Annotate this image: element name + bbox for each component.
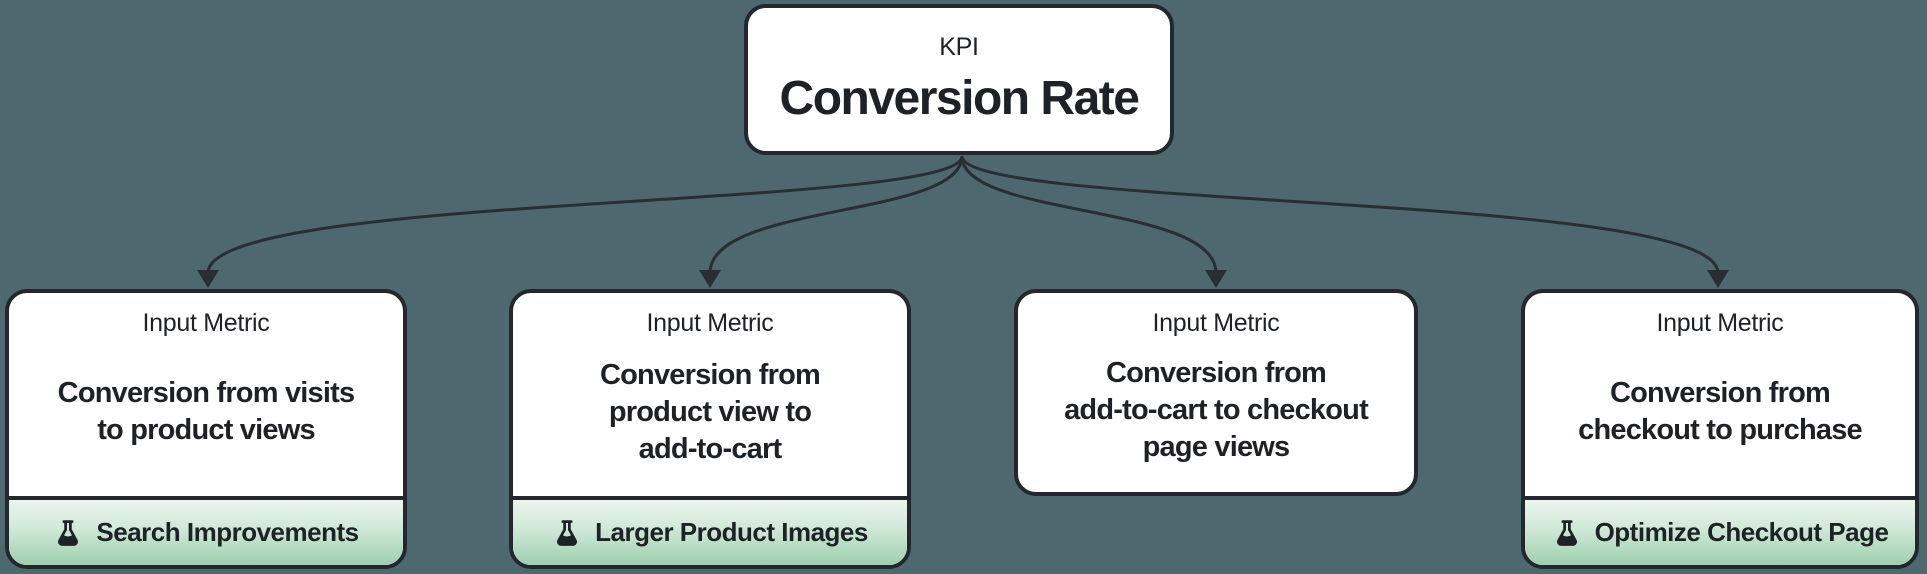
experiment-bar[interactable]: Search Improvements [9, 496, 403, 565]
input-metric-node-1[interactable]: Input Metric Conversion from visits to p… [5, 289, 407, 569]
edge-kpi-to-metric-4 [960, 155, 1720, 274]
edge-kpi-to-metric-3 [960, 155, 1218, 274]
metric-body: Input Metric Conversion from add-to-cart… [1018, 293, 1414, 492]
metric-body: Input Metric Conversion from product vie… [513, 293, 907, 496]
flask-icon [1556, 519, 1577, 546]
metric-type-label: Input Metric [1656, 309, 1784, 337]
experiment-bar[interactable]: Optimize Checkout Page [1525, 496, 1915, 565]
experiment-label: Search Improvements [96, 517, 359, 547]
metric-body: Input Metric Conversion from checkout to… [1525, 293, 1915, 496]
edge-kpi-to-metric-2 [708, 155, 964, 274]
metric-type-label: Input Metric [646, 309, 774, 337]
experiment-bar[interactable]: Larger Product Images [513, 496, 907, 565]
arrowhead-metric-1 [197, 270, 219, 288]
metric-body: Input Metric Conversion from visits to p… [9, 293, 403, 496]
arrowhead-metric-4 [1707, 270, 1729, 288]
flask-icon [58, 519, 79, 546]
kpi-type-label: KPI [939, 33, 979, 61]
metric-type-label: Input Metric [1152, 309, 1280, 337]
experiment-label: Larger Product Images [595, 517, 868, 547]
input-metric-node-4[interactable]: Input Metric Conversion from checkout to… [1521, 289, 1919, 569]
kpi-title: Conversion Rate [779, 72, 1140, 125]
experiment-label: Optimize Checkout Page [1594, 517, 1889, 547]
arrowhead-metric-3 [1205, 270, 1227, 288]
kpi-node[interactable]: KPI Conversion Rate [744, 4, 1174, 155]
metric-title: Conversion from visits to product views [57, 377, 355, 446]
input-metric-node-3[interactable]: Input Metric Conversion from add-to-cart… [1014, 289, 1418, 496]
arrowhead-metric-2 [699, 270, 721, 288]
metric-title: Conversion from add-to-cart to checkout … [1064, 356, 1369, 463]
metric-type-label: Input Metric [142, 309, 270, 337]
input-metric-node-2[interactable]: Input Metric Conversion from product vie… [509, 289, 911, 569]
metric-title: Conversion from checkout to purchase [1578, 377, 1863, 446]
flask-icon [557, 519, 578, 546]
edge-kpi-to-metric-1 [206, 155, 964, 274]
metric-title: Conversion from product view to add-to-c… [599, 358, 821, 465]
